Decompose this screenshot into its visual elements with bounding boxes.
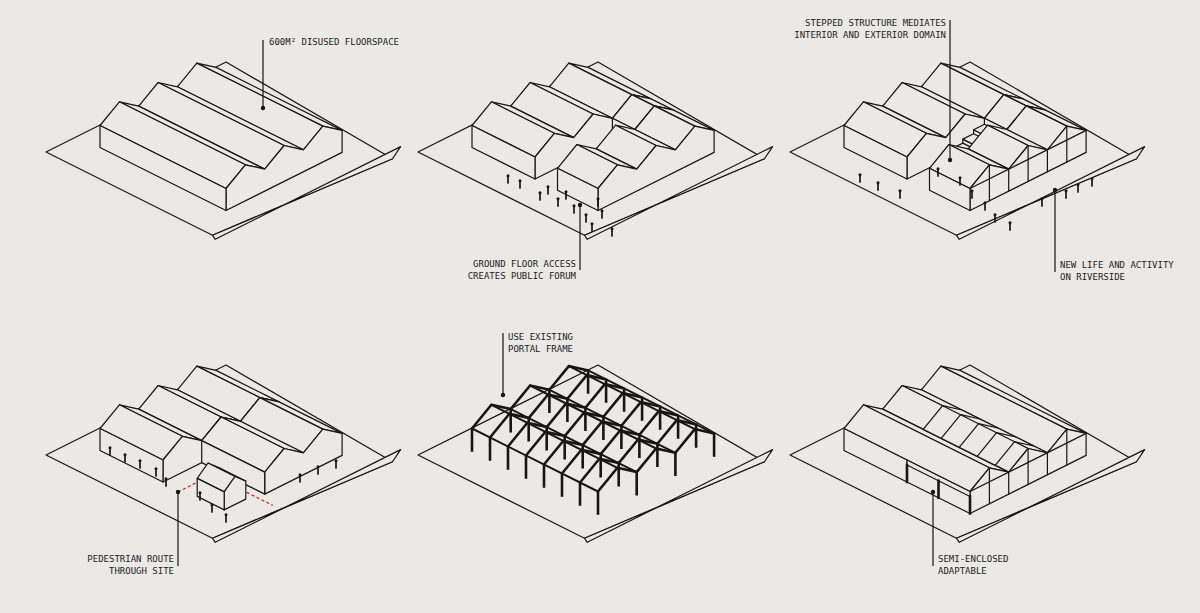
callout-label: GROUND FLOOR ACCESS CREATES PUBLIC FORUM	[462, 258, 576, 282]
shed-roof	[844, 366, 1086, 513]
small-house	[197, 463, 246, 510]
shed-block	[930, 106, 1087, 211]
shed-block	[558, 106, 715, 211]
site-plate	[46, 62, 401, 239]
callout-label: SEMI-ENCLOSED ADAPTABLE	[938, 553, 1014, 577]
callout-label: STEPPED STRUCTURE MEDIATES INTERIOR AND …	[789, 17, 946, 41]
site-plate	[790, 62, 1145, 239]
site-plate	[46, 365, 401, 542]
panel-existing	[46, 62, 401, 239]
site-plate	[790, 365, 1145, 542]
callout-label: 600M² DISUSED FLOORSPACE	[269, 36, 399, 48]
front-wall	[844, 429, 907, 483]
callout-label: USE EXISTING PORTAL FRAME	[508, 331, 578, 355]
people	[109, 167, 1094, 522]
leader-lines	[176, 20, 1057, 566]
callout-label: PEDESTRIAN ROUTE THROUGH SITE	[82, 553, 174, 577]
panel-route	[46, 365, 401, 542]
frame-purlins	[472, 366, 714, 491]
callout-label: NEW LIFE AND ACTIVITY ON RIVERSIDE	[1060, 259, 1179, 283]
site-plate	[418, 365, 773, 542]
panel-adaptable	[790, 365, 1145, 542]
front-wall	[100, 126, 226, 211]
columns	[907, 465, 970, 514]
site-plate	[418, 62, 773, 239]
panel-stepped	[790, 62, 1145, 239]
open-gable-frame	[970, 126, 1086, 201]
panel-forum	[418, 62, 773, 239]
portal-frame	[598, 429, 714, 513]
roof-opening	[923, 406, 1034, 466]
panel-frame	[418, 365, 773, 542]
shed-roof	[100, 63, 342, 210]
